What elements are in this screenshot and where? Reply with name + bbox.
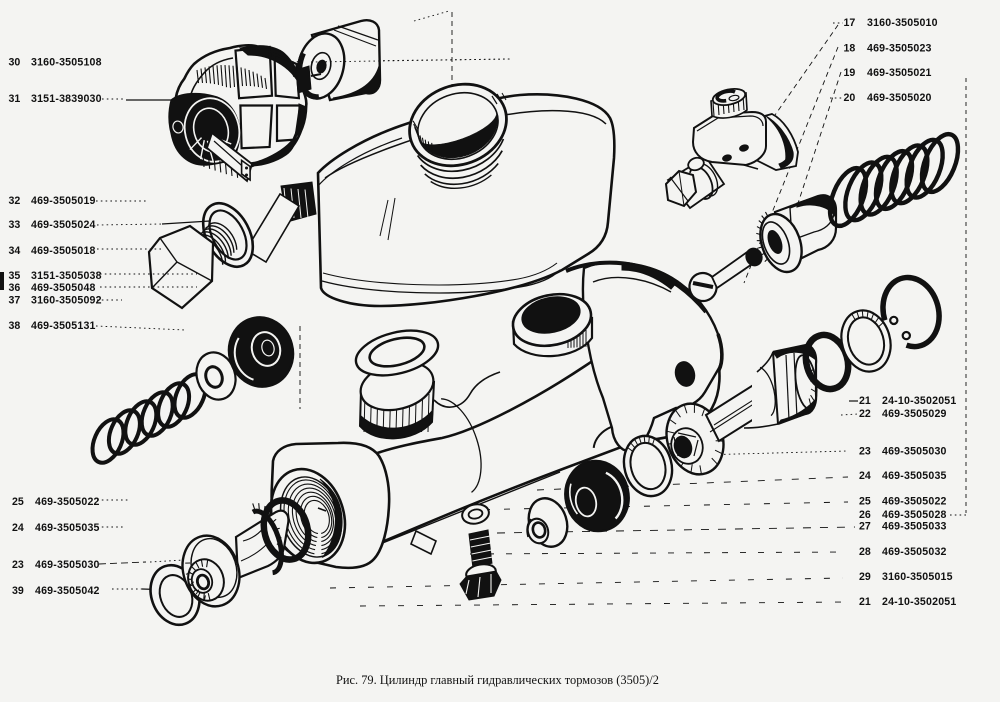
svg-text:469-3505022: 469-3505022 bbox=[882, 496, 947, 508]
svg-text:36: 36 bbox=[9, 282, 21, 294]
svg-text:24-10-3502051: 24-10-3502051 bbox=[882, 395, 956, 407]
svg-text:469-3505018: 469-3505018 bbox=[31, 245, 96, 257]
svg-text:469-3505029: 469-3505029 bbox=[882, 408, 947, 420]
svg-text:17: 17 bbox=[844, 17, 856, 29]
svg-text:469-3505020: 469-3505020 bbox=[867, 92, 932, 104]
svg-text:19: 19 bbox=[844, 67, 856, 79]
svg-text:469-3505030: 469-3505030 bbox=[882, 446, 947, 458]
svg-text:25: 25 bbox=[859, 496, 871, 508]
svg-text:469-3505028: 469-3505028 bbox=[882, 509, 947, 521]
svg-text:21: 21 bbox=[859, 395, 871, 407]
svg-text:469-3505030: 469-3505030 bbox=[35, 559, 100, 571]
svg-text:469-3505033: 469-3505033 bbox=[882, 521, 947, 533]
svg-text:3160-3505092: 3160-3505092 bbox=[31, 295, 102, 307]
svg-text:31: 31 bbox=[9, 93, 21, 105]
svg-text:38: 38 bbox=[9, 320, 21, 332]
svg-text:3151-3505038: 3151-3505038 bbox=[31, 270, 102, 282]
svg-text:469-3505022: 469-3505022 bbox=[35, 496, 100, 508]
svg-text:33: 33 bbox=[9, 219, 21, 231]
svg-text:469-3505048: 469-3505048 bbox=[31, 282, 96, 294]
svg-text:37: 37 bbox=[9, 295, 21, 307]
svg-text:3160-3505108: 3160-3505108 bbox=[31, 57, 102, 69]
svg-text:34: 34 bbox=[9, 245, 21, 257]
svg-text:469-3505024: 469-3505024 bbox=[31, 219, 96, 231]
svg-text:469-3505042: 469-3505042 bbox=[35, 585, 100, 597]
svg-text:3151-3839030: 3151-3839030 bbox=[31, 93, 102, 105]
svg-text:469-3505023: 469-3505023 bbox=[867, 43, 932, 55]
svg-text:469-3505032: 469-3505032 bbox=[882, 546, 947, 558]
svg-text:35: 35 bbox=[9, 270, 21, 282]
svg-text:39: 39 bbox=[12, 585, 24, 597]
svg-text:22: 22 bbox=[859, 408, 871, 420]
svg-text:23: 23 bbox=[859, 446, 871, 458]
svg-text:469-3505035: 469-3505035 bbox=[35, 522, 100, 534]
svg-text:20: 20 bbox=[844, 92, 856, 104]
svg-text:23: 23 bbox=[12, 559, 24, 571]
svg-text:469-3505035: 469-3505035 bbox=[882, 470, 947, 482]
svg-text:26: 26 bbox=[859, 509, 871, 521]
svg-text:24: 24 bbox=[859, 470, 871, 482]
svg-text:469-3505019: 469-3505019 bbox=[31, 195, 96, 207]
svg-text:25: 25 bbox=[12, 496, 24, 508]
svg-text:32: 32 bbox=[9, 195, 21, 207]
svg-text:469-3505131: 469-3505131 bbox=[31, 320, 96, 332]
svg-text:21: 21 bbox=[859, 596, 871, 608]
svg-text:27: 27 bbox=[859, 521, 871, 533]
svg-text:29: 29 bbox=[859, 571, 871, 583]
svg-text:18: 18 bbox=[844, 43, 856, 55]
svg-text:Рис. 79. Цилиндр главный гидра: Рис. 79. Цилиндр главный гидравлических … bbox=[336, 673, 659, 687]
svg-text:3160-3505010: 3160-3505010 bbox=[867, 17, 938, 29]
svg-text:30: 30 bbox=[9, 57, 21, 69]
svg-text:24: 24 bbox=[12, 522, 24, 534]
svg-text:28: 28 bbox=[859, 546, 871, 558]
svg-text:469-3505021: 469-3505021 bbox=[867, 67, 932, 79]
svg-text:24-10-3502051: 24-10-3502051 bbox=[882, 596, 956, 608]
svg-text:3160-3505015: 3160-3505015 bbox=[882, 571, 953, 583]
